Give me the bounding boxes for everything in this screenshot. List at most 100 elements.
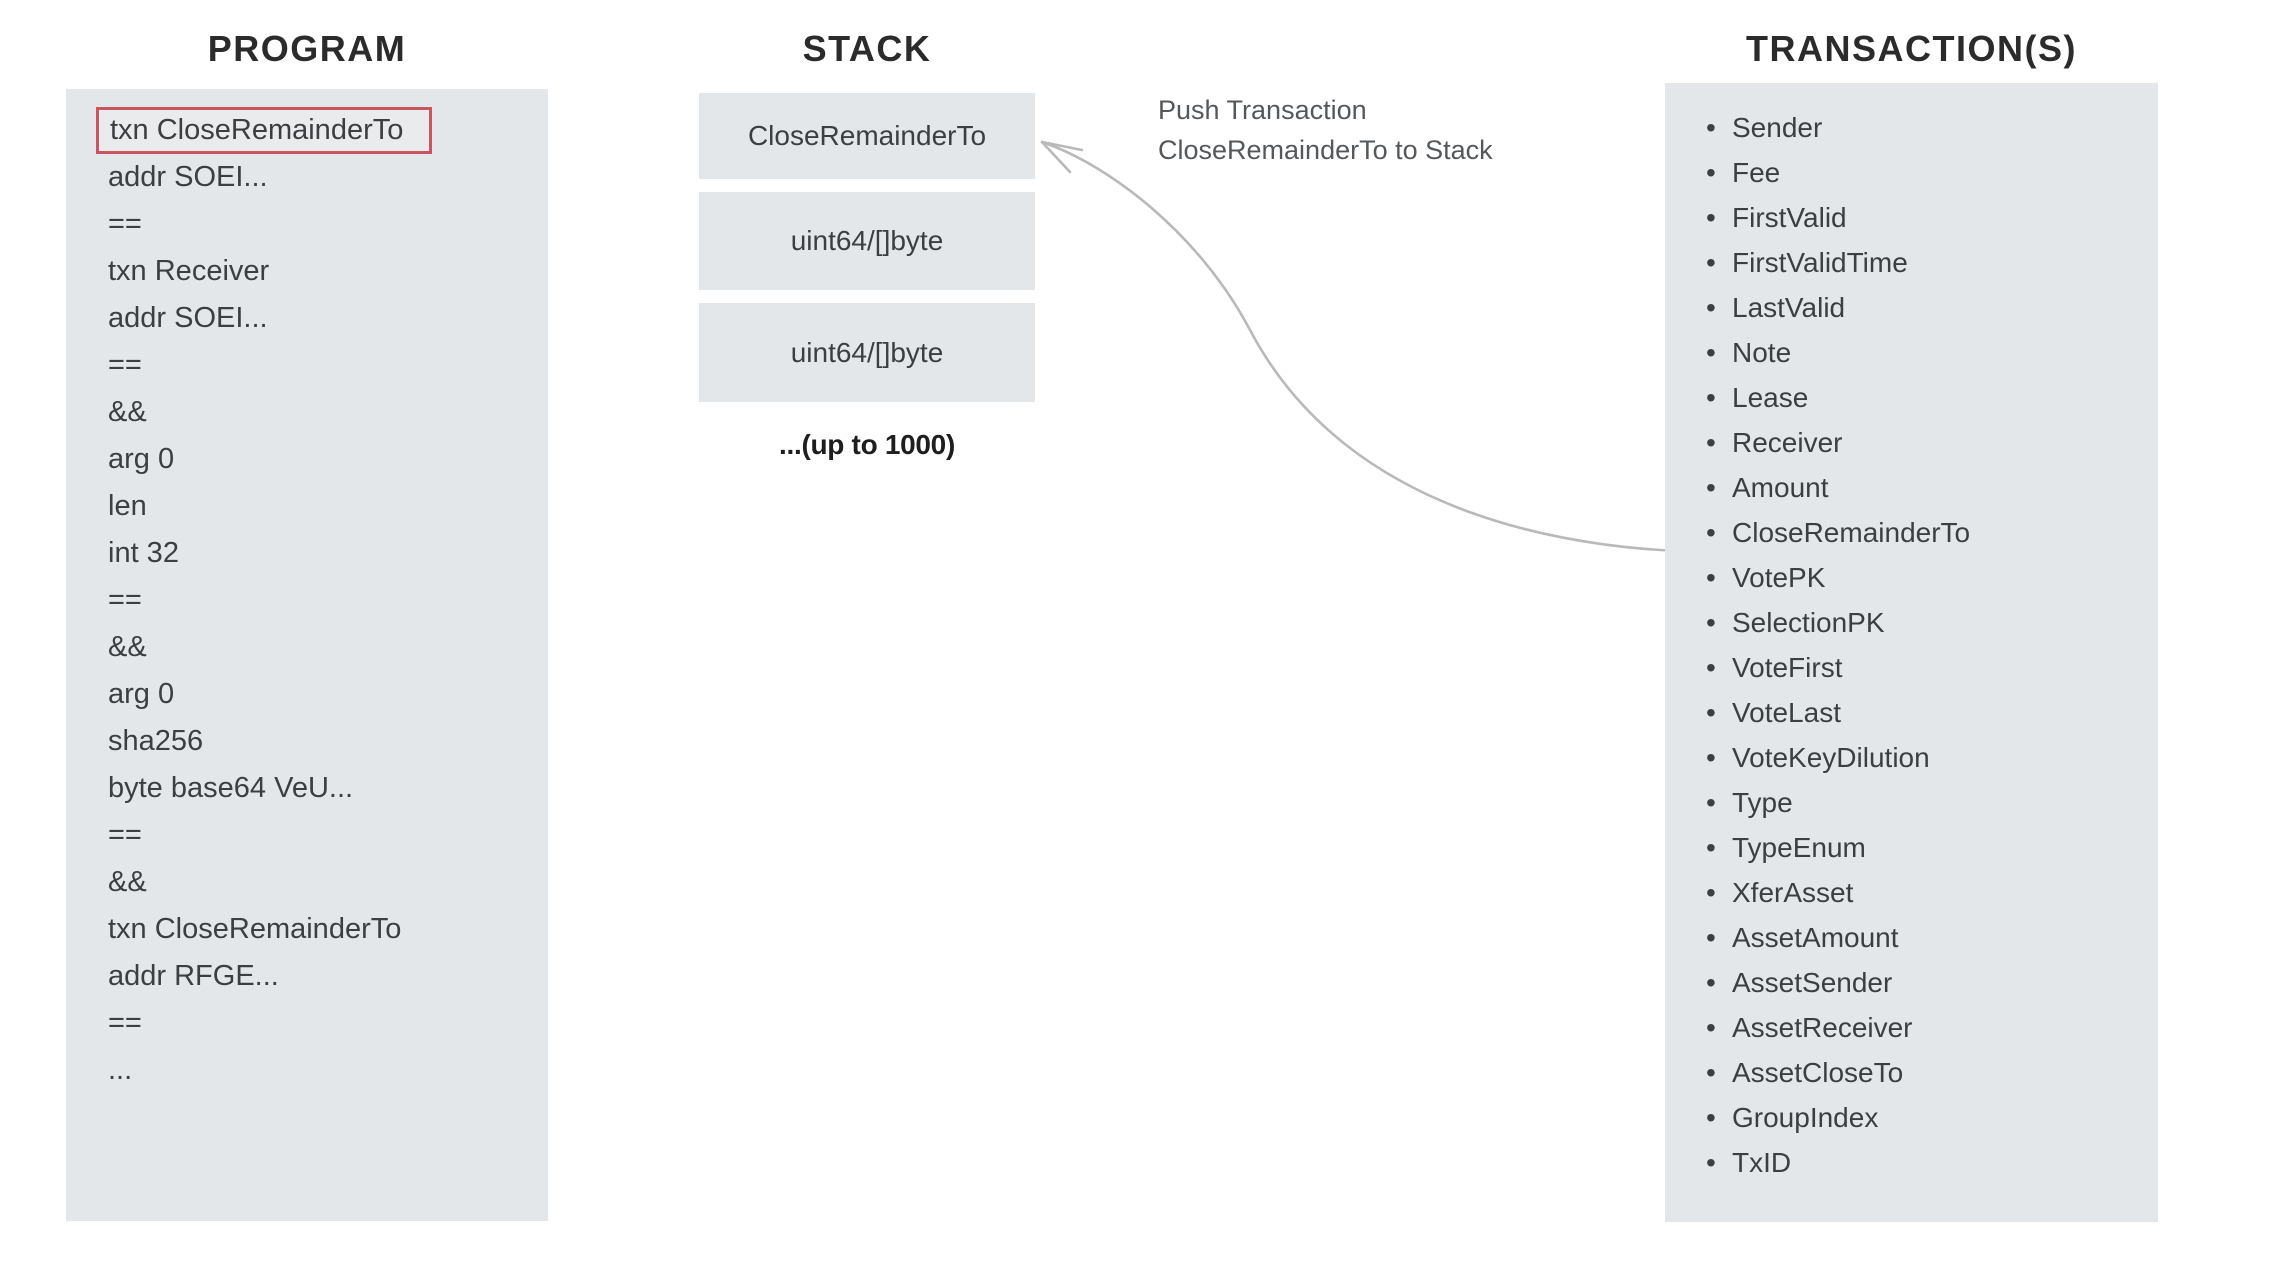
transaction-field-item: • TxID bbox=[1706, 1140, 2148, 1185]
program-line: addr SOEI... bbox=[108, 302, 268, 334]
stack-slot-label: uint64/[]byte bbox=[790, 336, 944, 368]
program-line: == bbox=[108, 208, 142, 240]
transaction-field-label: VotePK bbox=[1732, 562, 1826, 593]
transaction-field-item: •Fee bbox=[1706, 150, 2148, 195]
program-panel: txn CloseRemainderTo addr SOEI... == txn Re… bbox=[66, 89, 548, 1221]
transaction-field-item: • Lease bbox=[1706, 375, 2148, 420]
bullet-icon: • bbox=[1706, 247, 1716, 278]
arrow-curve bbox=[1040, 140, 1722, 554]
bullet-icon: • bbox=[1706, 607, 1716, 638]
transaction-field-item: •VoteFirst bbox=[1706, 645, 2148, 690]
bullet-icon: • bbox=[1706, 787, 1716, 818]
program-line: == bbox=[108, 819, 142, 851]
program-line-highlighted: txn CloseRemainderTo bbox=[96, 107, 432, 154]
program-line: addr SOEI... bbox=[108, 161, 268, 193]
stack-slot: CloseRemainderTo bbox=[699, 93, 1035, 179]
transactions-panel: •Sender•Fee•FirstValid•FirstValidTime•La… bbox=[1665, 83, 2158, 1222]
transaction-field-item: • SelectionPK bbox=[1706, 600, 2148, 645]
transaction-field-item: • LastValid bbox=[1706, 285, 2148, 330]
push-annotation-line-2: CloseRemainderTo to Stack bbox=[1158, 135, 1493, 165]
transaction-field-label: AssetCloseTo bbox=[1732, 1057, 1904, 1088]
transaction-field-label: TxID bbox=[1732, 1147, 1792, 1178]
transaction-field-item: •VotePK bbox=[1706, 555, 2148, 600]
program-line: arg 0 bbox=[108, 443, 175, 475]
push-annotation-line-1: Push Transaction bbox=[1158, 95, 1367, 125]
bullet-icon: • bbox=[1706, 1102, 1716, 1133]
bullet-icon: • bbox=[1706, 517, 1716, 548]
stack-slot-label: CloseRemainderTo bbox=[747, 120, 987, 151]
transaction-field-label: Receiver bbox=[1732, 427, 1843, 458]
bullet-icon: • bbox=[1706, 877, 1716, 908]
transaction-field-item: • FirstValid bbox=[1706, 195, 2148, 240]
transaction-field-label: VoteKeyDilution bbox=[1732, 742, 1930, 773]
bullet-icon: • bbox=[1706, 1147, 1716, 1178]
program-line: byte base64 VeU... bbox=[108, 772, 354, 804]
transaction-field-item: • Note bbox=[1706, 330, 2148, 375]
transaction-field-label: Note bbox=[1732, 337, 1792, 368]
bullet-icon: • bbox=[1706, 337, 1716, 368]
stack-slot: uint64/[]byte bbox=[699, 303, 1035, 402]
transaction-field-item: • AssetReceiver bbox=[1706, 1005, 2148, 1050]
program-line: && bbox=[108, 631, 147, 663]
transaction-field-label: Type bbox=[1732, 787, 1793, 818]
transaction-field-label: Lease bbox=[1732, 382, 1809, 413]
push-arrow-icon bbox=[1040, 140, 1722, 554]
program-line: == bbox=[108, 1007, 142, 1039]
program-line: arg 0 bbox=[108, 678, 175, 710]
transaction-field-item: •GroupIndex bbox=[1706, 1095, 2148, 1140]
transaction-field-item: •Amount bbox=[1706, 465, 2148, 510]
program-line: && bbox=[108, 866, 147, 898]
stack-slot-label: uint64/[]byte bbox=[790, 225, 944, 256]
transaction-field-item: • Receiver bbox=[1706, 420, 2148, 465]
program-line: ... bbox=[108, 1054, 133, 1086]
arrow-head bbox=[1040, 140, 1084, 174]
program-line: txn Receiver bbox=[108, 255, 270, 287]
bullet-icon: • bbox=[1706, 1012, 1716, 1043]
bullet-icon: • bbox=[1706, 382, 1716, 413]
transaction-field-item: • AssetSender bbox=[1706, 960, 2148, 1005]
program-line: int 32 bbox=[108, 537, 179, 569]
transaction-field-list: •Sender•Fee•FirstValid•FirstValidTime•La… bbox=[1706, 105, 2148, 1185]
transaction-field-item: •Sender bbox=[1706, 105, 2148, 150]
transaction-field-label: VoteLast bbox=[1732, 697, 1841, 728]
transaction-field-label: VoteFirst bbox=[1732, 652, 1843, 683]
program-instruction-list: txn CloseRemainderTo addr SOEI... == txn Re… bbox=[96, 107, 538, 1094]
transaction-field-label: AssetReceiver bbox=[1732, 1012, 1913, 1043]
transaction-field-item: • AssetCloseTo bbox=[1706, 1050, 2148, 1095]
stack-overflow-note: ...(up to 1000) bbox=[779, 429, 955, 460]
transaction-field-label: LastValid bbox=[1732, 292, 1846, 323]
bullet-icon: • bbox=[1706, 922, 1716, 953]
transaction-field-item: • Type bbox=[1706, 780, 2148, 825]
transaction-field-item: •FirstValidTime bbox=[1706, 240, 2148, 285]
transaction-field-item: • TypeEnum bbox=[1706, 825, 2148, 870]
bullet-icon: • bbox=[1706, 112, 1716, 143]
push-transaction-annotation: Push Transaction CloseRemainderTo to Sta… bbox=[1158, 90, 1493, 170]
transaction-field-label: FirstValid bbox=[1732, 202, 1847, 233]
bullet-icon: • bbox=[1706, 1057, 1716, 1088]
transaction-field-label: Amount bbox=[1732, 472, 1829, 503]
transaction-field-item: •AssetAmount bbox=[1706, 915, 2148, 960]
bullet-icon: • bbox=[1706, 202, 1716, 233]
bullet-icon: • bbox=[1706, 427, 1716, 458]
program-line: sha256 bbox=[108, 725, 204, 757]
transaction-field-item: • VoteLast bbox=[1706, 690, 2148, 735]
bullet-icon: • bbox=[1706, 292, 1716, 323]
bullet-icon: • bbox=[1706, 832, 1716, 863]
transaction-field-label: CloseRemainderTo bbox=[1732, 517, 1971, 548]
transaction-field-label: SelectionPK bbox=[1732, 607, 1885, 638]
transaction-field-label: AssetSender bbox=[1732, 967, 1893, 998]
bullet-icon: • bbox=[1706, 697, 1716, 728]
transactions-column-title: TRANSACTION(S) bbox=[1746, 28, 2077, 69]
stack-slot: uint64/[]byte bbox=[699, 192, 1035, 290]
bullet-icon: • bbox=[1706, 742, 1716, 773]
transaction-field-item: • XferAsset bbox=[1706, 870, 2148, 915]
transaction-field-item: • CloseRemainderTo bbox=[1706, 510, 2148, 555]
transaction-field-item: • VoteKeyDilution bbox=[1706, 735, 2148, 780]
bullet-icon: • bbox=[1706, 157, 1716, 188]
bullet-icon: • bbox=[1706, 967, 1716, 998]
transaction-field-label: XferAsset bbox=[1732, 877, 1854, 908]
program-line: == bbox=[108, 349, 142, 381]
program-line: == bbox=[108, 584, 142, 616]
program-line: && bbox=[108, 396, 147, 428]
transaction-field-label: TypeEnum bbox=[1732, 832, 1866, 863]
